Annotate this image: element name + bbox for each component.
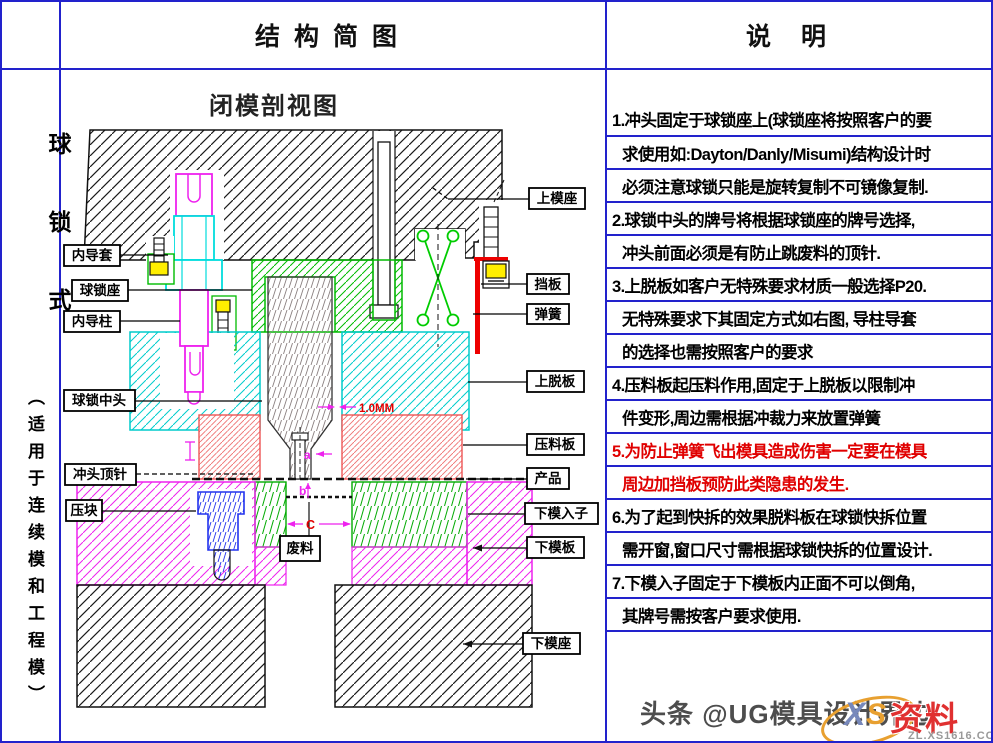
stop-plate-label: 挡板 [535, 276, 563, 292]
waste-label: 废料 [287, 540, 314, 556]
dimension-a: a [304, 448, 311, 462]
upper-die-base-label: 上模座 [537, 190, 578, 206]
gap-dimension: 1.0MM [359, 403, 394, 415]
structure-header: 结构简图 [254, 23, 411, 51]
watermark-text: 头条 @UG模具设计界边 [640, 699, 932, 729]
panel-divider [605, 2, 607, 741]
pressure-plate-shape [198, 414, 463, 480]
note-line: 周边加挡板预防此类隐患的发生. [607, 467, 991, 500]
note-line: 冲头前面必须是有防止跳废料的顶针. [607, 236, 991, 269]
rail-subtitle: （适用于连续模和工程模） [25, 388, 44, 712]
note-line: 3.上脱板如客户无特殊要求材质一般选择P20. [607, 269, 991, 302]
ball-lock-retainer-label: 球锁座 [80, 282, 121, 298]
notes-header: 说明 [745, 23, 856, 51]
note-line: 1.冲头固定于球锁座上(球锁座将按照客户的要 [607, 70, 991, 137]
right-callouts: 上模座 挡板 弹簧 上脱板 压料板 产品 下模入子 [432, 187, 599, 655]
waste-callout: 废料 [279, 502, 321, 562]
dimension-annotations: 1.0MM a b C [185, 403, 394, 532]
pressure-plate-label: 压料板 [535, 436, 576, 452]
lower-die-plate-shape [76, 481, 533, 586]
guide-post-assembly [146, 170, 224, 291]
clamp-block-shape [197, 491, 245, 581]
watermark: 头条 @UG模具设计界边 X S 资料网 ZL.XS1616.COM [634, 686, 991, 741]
diagram-cell: 闭模剖视图 [61, 70, 605, 741]
note-line: 件变形,周边需根据冲裁力来放置弹簧 [607, 401, 991, 434]
punch-ejector-pin-label: 冲头顶针 [73, 466, 127, 482]
logo-monogram-s: S [866, 698, 887, 731]
upper-stripper-label: 上脱板 [535, 373, 576, 389]
dimension-b: b [299, 484, 306, 498]
upper-stripper-shape [129, 289, 470, 431]
note-line: 的选择也需按照客户的要求 [607, 335, 991, 368]
spring-symbol [415, 224, 465, 347]
logo-name: 资料网 [890, 700, 960, 737]
mold-section-drawing: 废料 1.0MM a b [63, 129, 599, 708]
header-divider [2, 68, 991, 70]
left-callouts: 内导套 球锁座 内导柱 球锁中头 冲头顶针 压块 [63, 244, 262, 522]
left-rail: 球锁式 （适用于连续模和工程模） [2, 70, 71, 741]
diagram-subtitle: 闭模剖视图 [209, 93, 339, 120]
note-line: 4.压料板起压料作用,固定于上脱板以限制冲 [607, 368, 991, 401]
rail-divider [59, 2, 61, 741]
product-label: 产品 [535, 470, 562, 486]
clamp-block-label: 压块 [71, 503, 98, 518]
inner-guide-sleeve-label: 内导套 [72, 247, 113, 263]
note-line: 7.下模入子固定于下模板内正面不可以倒角, [607, 566, 991, 599]
ball-lock-punch-label: 球锁中头 [72, 392, 126, 408]
logo-monogram-x: X [844, 696, 866, 732]
lower-die-insert-label: 下模入子 [534, 505, 588, 521]
note-line: 需开窗,窗口尺寸需根据球锁快拆的位置设计. [607, 533, 991, 566]
inner-guide-post-label: 内导柱 [72, 313, 113, 329]
note-line: 其牌号需按客户要求使用. [607, 599, 991, 632]
site-logo: X S 资料网 ZL.XS1616.COM [815, 684, 991, 742]
note-line: 求使用如:Dayton/Danly/Misumi)结构设计时 [607, 137, 991, 170]
note-line: 2.球锁中头的牌号将根据球锁座的牌号选择, [607, 203, 991, 236]
note-line: 必须注意球锁只能是旋转复制不可镜像复制. [607, 170, 991, 203]
note-line: 6.为了起到快拆的效果脱料板在球锁快拆位置 [607, 500, 991, 533]
note-line: 无特殊要求下其固定方式如右图, 导柱导套 [607, 302, 991, 335]
dimension-c: C [306, 518, 315, 532]
lower-die-base-label: 下模座 [531, 635, 572, 651]
lower-die-base-shape [76, 584, 533, 708]
stop-plate-shape [474, 257, 510, 354]
lower-die-plate-label: 下模板 [535, 539, 576, 555]
logo-url: ZL.XS1616.COM [908, 730, 991, 742]
note-line: 5.为防止弹簧飞出模具造成伤害一定要在模具 [607, 434, 991, 467]
notes-panel: 1.冲头固定于球锁座上(球锁座将按照客户的要 求使用如:Dayton/Danly… [607, 70, 991, 741]
spring-label: 弹簧 [535, 306, 563, 322]
punch-shape [267, 276, 333, 480]
